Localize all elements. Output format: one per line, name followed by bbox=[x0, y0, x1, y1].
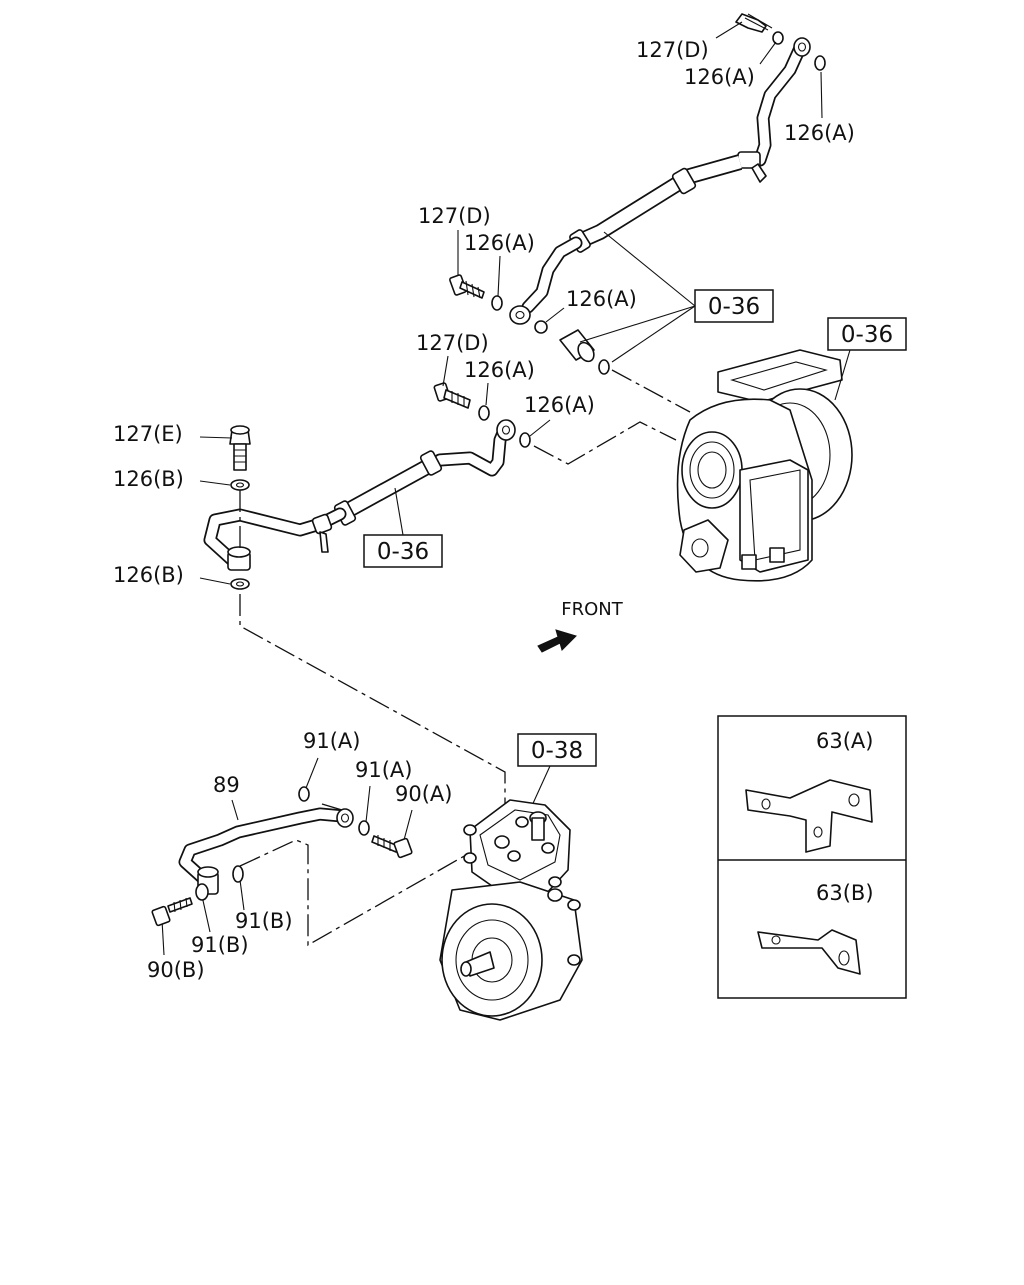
label-90a: 90(A) bbox=[395, 782, 452, 806]
compressor-pipe-89 bbox=[178, 807, 354, 895]
label-top-126a-1: 126(A) bbox=[684, 65, 755, 89]
washer-91a-2 bbox=[358, 820, 370, 836]
label-126b-top: 126(B) bbox=[113, 467, 184, 491]
label-63b: 63(B) bbox=[816, 881, 874, 905]
washer-126b-bottom bbox=[230, 578, 250, 590]
washer-126a-low-2 bbox=[519, 432, 531, 448]
ref-compressor-text: 0-38 bbox=[531, 738, 583, 764]
bolt-90b bbox=[151, 897, 193, 927]
leader-lines bbox=[161, 21, 851, 956]
label-low-127d: 127(D) bbox=[416, 331, 489, 355]
bracket-panel-frame bbox=[717, 715, 907, 999]
bracket-63b bbox=[757, 929, 861, 975]
label-91a-1: 91(A) bbox=[303, 729, 360, 753]
label-top-127d: 127(D) bbox=[636, 38, 709, 62]
bracket-panel bbox=[717, 715, 907, 999]
label-low-126a: 126(A) bbox=[464, 358, 535, 382]
label-63a: 63(A) bbox=[816, 729, 873, 753]
ref-box-compressor bbox=[517, 733, 597, 767]
washer-hole-top bbox=[235, 482, 245, 488]
upper-hose-assembly bbox=[509, 37, 811, 325]
washer-126a-top-2 bbox=[814, 55, 826, 71]
washer-126b-top bbox=[230, 479, 250, 491]
part-labels: 127(D) 126(A) 126(A) 127(D) 126(A) 126(A… bbox=[113, 38, 874, 982]
label-91b-1: 91(B) bbox=[235, 909, 293, 933]
washer-126a-mid bbox=[491, 295, 503, 311]
bolt-127d-top bbox=[735, 13, 773, 33]
front-indicator: FRONT bbox=[537, 599, 624, 653]
ref-hose-text: 0-36 bbox=[708, 294, 760, 320]
turbocharger bbox=[676, 349, 853, 582]
label-mid-126a: 126(A) bbox=[464, 231, 535, 255]
washer-126a-mid-3 bbox=[598, 359, 610, 375]
label-126b-bottom: 126(B) bbox=[113, 563, 184, 587]
bolt-90a bbox=[371, 835, 413, 859]
label-low-126a-right: 126(A) bbox=[524, 393, 595, 417]
ref-turbo-text: 0-36 bbox=[841, 322, 893, 348]
ref-lower-hose-text: 0-36 bbox=[377, 539, 429, 565]
washer-hole-bottom bbox=[235, 581, 245, 587]
washer-91b-2 bbox=[195, 883, 209, 901]
front-arrow-icon bbox=[537, 629, 577, 653]
air-compressor bbox=[439, 799, 583, 1021]
label-90b: 90(B) bbox=[147, 958, 205, 982]
label-127e: 127(E) bbox=[113, 422, 183, 446]
washer-126a-mid-2 bbox=[534, 320, 548, 334]
label-top-126a-2: 126(A) bbox=[784, 121, 855, 145]
lower-hose-assembly bbox=[203, 419, 516, 571]
washer-126a-top-1 bbox=[772, 31, 784, 45]
alignment-lines bbox=[239, 369, 691, 947]
ref-box-turbo bbox=[827, 317, 907, 351]
washer-91b-1 bbox=[232, 865, 244, 883]
ref-box-lower-hose bbox=[363, 534, 443, 568]
washer-91a-1 bbox=[298, 786, 310, 802]
front-label: FRONT bbox=[561, 599, 623, 620]
label-89: 89 bbox=[213, 773, 240, 797]
label-91b-2: 91(B) bbox=[191, 933, 249, 957]
union-fitting bbox=[559, 329, 595, 363]
label-91a-2: 91(A) bbox=[355, 758, 412, 782]
bolt-127d-mid bbox=[449, 274, 485, 299]
label-mid-127d: 127(D) bbox=[418, 204, 491, 228]
washer-126a-low bbox=[478, 405, 490, 421]
bolt-127d-low bbox=[433, 382, 471, 409]
bracket-63a bbox=[745, 779, 873, 853]
bolt-127e bbox=[229, 425, 251, 471]
label-mid-126a-right: 126(A) bbox=[566, 287, 637, 311]
